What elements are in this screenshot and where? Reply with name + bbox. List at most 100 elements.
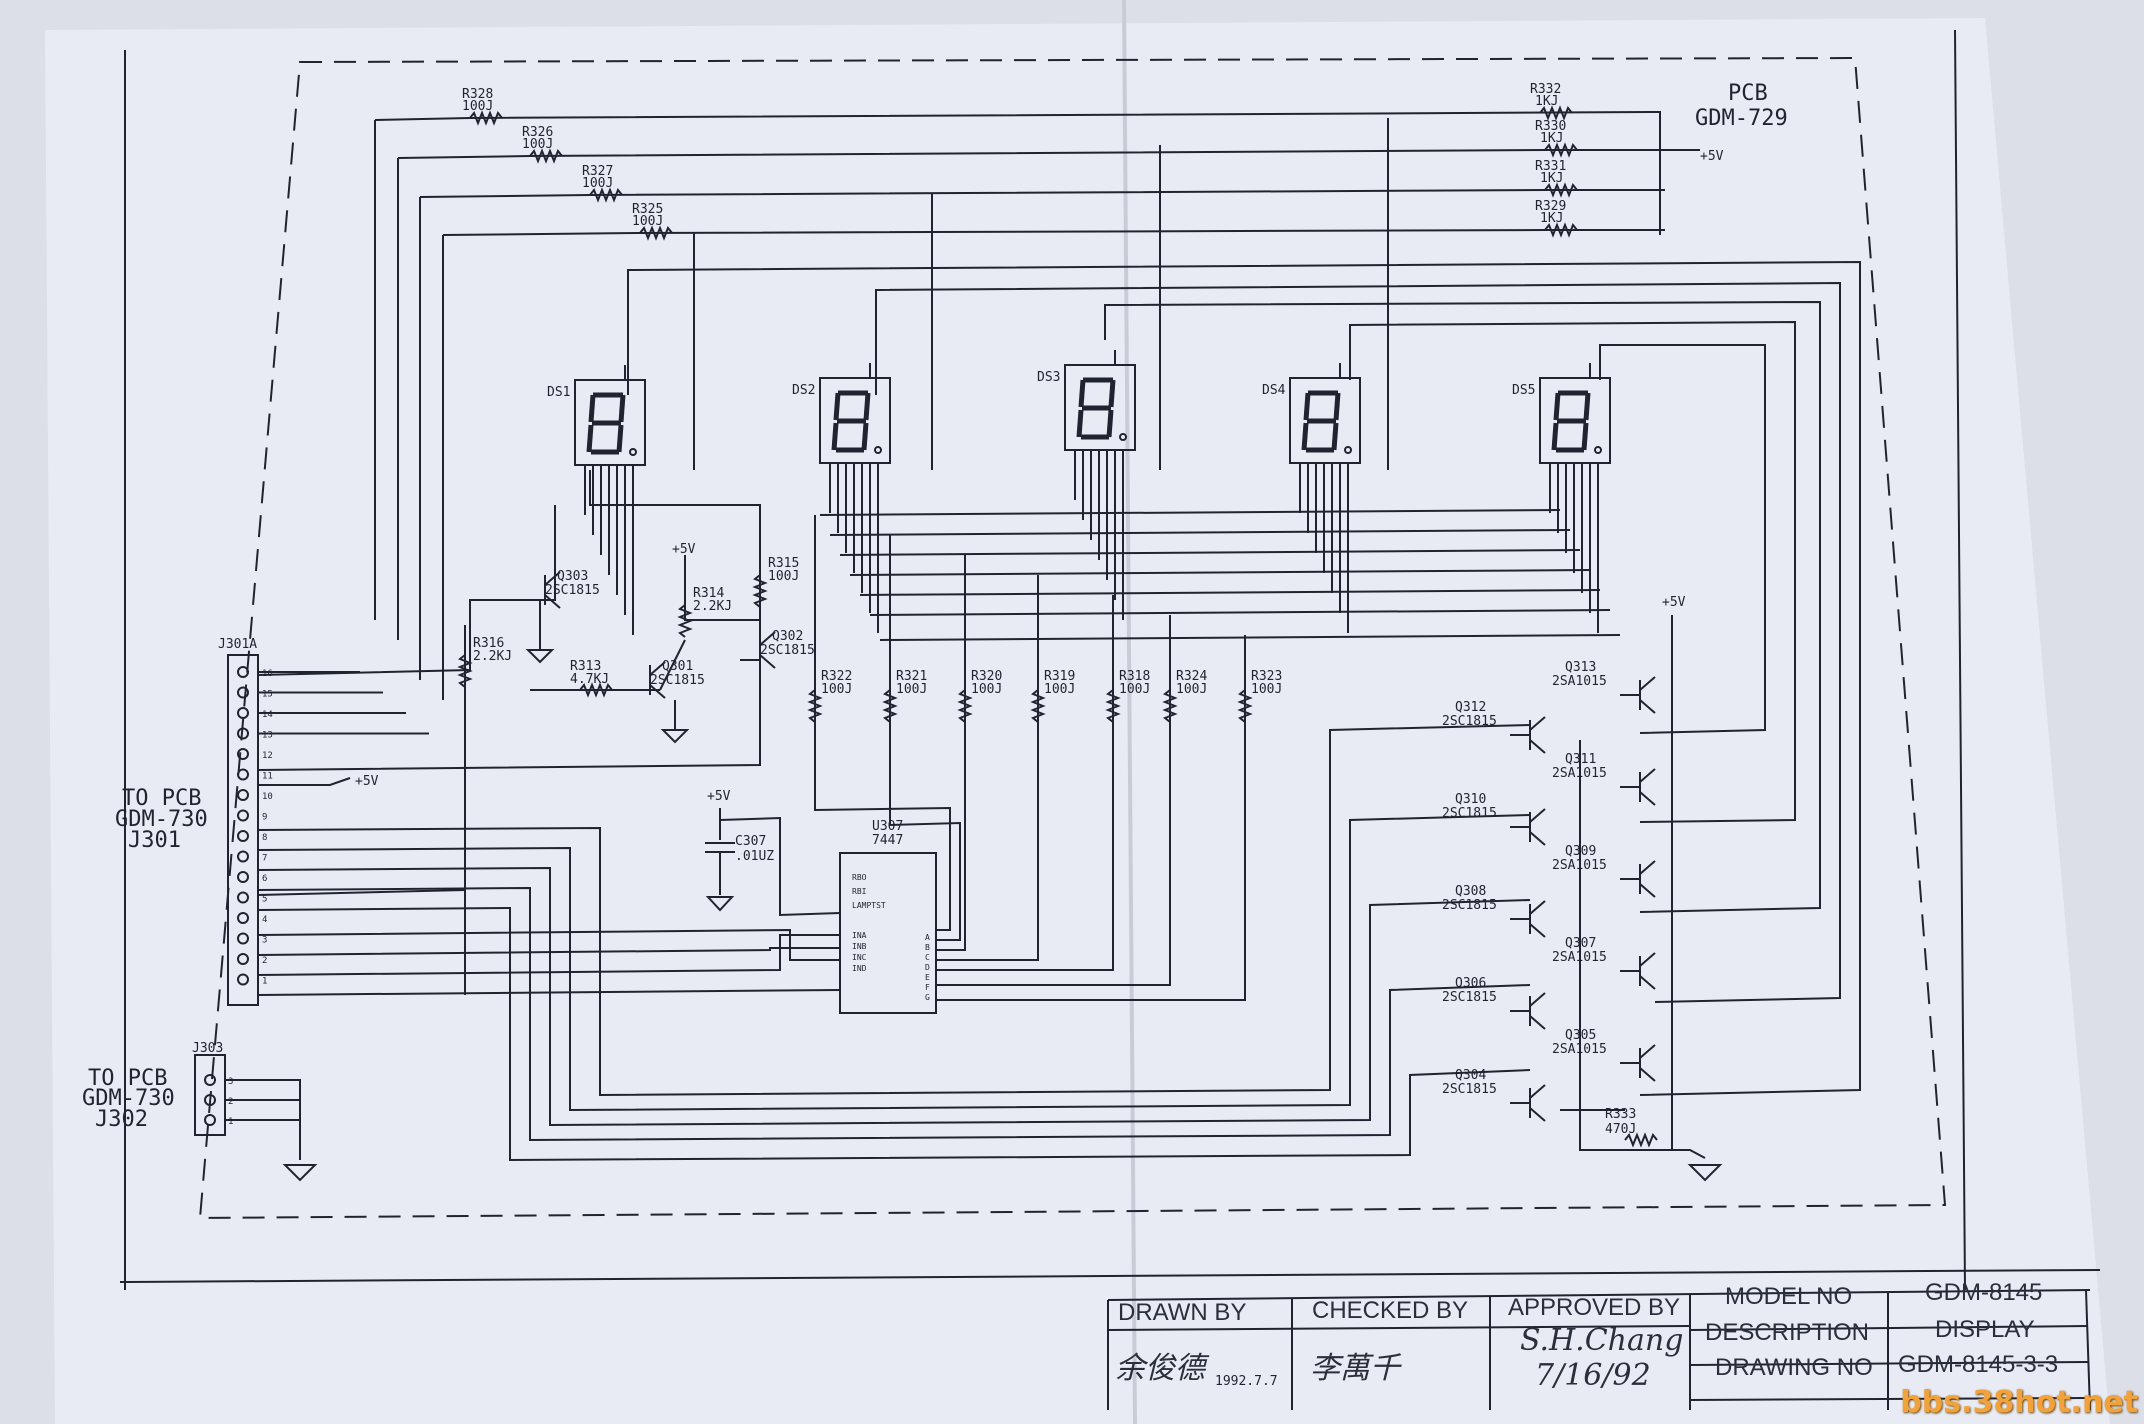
decoder-output-wiring xyxy=(814,515,1246,1001)
decoder-output-label: A xyxy=(925,933,930,942)
transistor-part: 2SC1815 xyxy=(1442,1082,1497,1097)
tb-drawn-by: DRAWN BY xyxy=(1118,1299,1246,1326)
segment-resistor-ref: R318 xyxy=(1119,669,1150,684)
right-transistor-array: Q3132SA1015Q3122SC1815Q3112SA1015Q3102SC… xyxy=(1442,660,1658,1148)
transistor-part: 2SC1815 xyxy=(545,583,600,598)
tb-checked-signature: 李萬千 xyxy=(1310,1351,1402,1386)
tb-drawing-no: GDM-8145-3-3 xyxy=(1898,1351,2058,1378)
transistor-ref: Q310 xyxy=(1455,792,1486,807)
segment-resistor-r321 xyxy=(882,689,898,723)
transistor-part: 2SA1015 xyxy=(1552,766,1607,781)
resistor-ref: R315 xyxy=(768,556,799,571)
tb-drawn-signature: 余俊德 xyxy=(1115,1351,1210,1386)
top-resistor-r325 xyxy=(639,225,673,241)
j303-pin xyxy=(204,1094,216,1106)
j301-pin xyxy=(237,973,249,986)
ground-symbol-j303 xyxy=(282,1164,318,1182)
decoder-pin-label: RBI xyxy=(852,887,867,896)
transistor-ref: Q304 xyxy=(1455,1068,1486,1083)
j303-to-1: TO PCB xyxy=(88,1066,167,1091)
frame-right xyxy=(1954,29,1966,1291)
right-resistor-r331 xyxy=(1544,182,1578,198)
pcb-label: PCB xyxy=(1728,81,1768,106)
resistor-r314 xyxy=(677,604,693,638)
segment-resistor-val: 100J xyxy=(1176,682,1207,697)
j301-to-1: TO PCB xyxy=(122,786,201,811)
top-resistor-val: 100J xyxy=(522,137,553,152)
j301-pin-number: 3 xyxy=(262,936,267,946)
supply-label-cap: +5V xyxy=(707,789,731,804)
top-resistor-ref: R326 xyxy=(522,125,553,140)
j301-pin-number: 4 xyxy=(262,915,267,925)
j303-to-3: J302 xyxy=(95,1107,148,1132)
segment-resistor-val: 100J xyxy=(1251,682,1282,697)
top-resistor-ref: R327 xyxy=(582,164,613,179)
decoder-u307 xyxy=(839,852,937,1014)
tb-checked-by: CHECKED BY xyxy=(1312,1297,1468,1324)
transistor-part: 2SC1815 xyxy=(1442,714,1497,729)
decoder-output-label: E xyxy=(925,973,930,982)
segment-resistor-ref: R321 xyxy=(896,669,927,684)
top-resistor-r326 xyxy=(529,148,563,164)
decoder-input-label: INB xyxy=(852,942,867,951)
digit-drive-lines xyxy=(627,260,1861,1096)
supply-label-j301: +5V xyxy=(355,774,379,789)
transistor-part: 2SC1815 xyxy=(1442,990,1497,1005)
resistor-val: 4.7KJ xyxy=(570,672,609,687)
tb-model-no: GDM-8145 xyxy=(1925,1279,2042,1306)
resistor-val: 2.2KJ xyxy=(473,649,512,664)
top-resistor-r327 xyxy=(589,187,623,203)
tb-drawing-no-label: DRAWING NO xyxy=(1715,1354,1873,1381)
j301-pin xyxy=(237,850,249,863)
j301-pin xyxy=(237,789,249,801)
transistor-ref: Q302 xyxy=(772,629,803,644)
resistor-r316 xyxy=(457,654,473,688)
r333-ref: R333 xyxy=(1605,1107,1636,1122)
transistor-part: 2SC1815 xyxy=(650,673,705,688)
display-ds1: DS1 xyxy=(547,365,646,635)
r333-val: 470J xyxy=(1605,1122,1636,1137)
segment-resistor-r320 xyxy=(957,689,973,723)
decoder-input-label: INA xyxy=(852,931,867,940)
j301-pin xyxy=(237,871,249,883)
resistor-ref: R316 xyxy=(473,636,504,651)
j301-pin xyxy=(237,748,249,760)
j301-pin xyxy=(237,727,249,740)
segment-resistor-val: 100J xyxy=(971,682,1002,697)
decoder-ref: U307 xyxy=(872,819,903,834)
pcb-name: GDM-729 xyxy=(1695,106,1788,131)
capacitor-c307 xyxy=(705,808,841,917)
j301-pin-number: 5 xyxy=(262,895,267,905)
j301-pin-number: 15 xyxy=(262,690,273,700)
display-ds3: DS3 xyxy=(1037,350,1136,620)
left-part-labels: Q3032SC1815Q3022SC1815Q3012SC1815R315100… xyxy=(457,542,815,699)
top-resistor-rows xyxy=(374,110,1700,700)
decoder-output-label: B xyxy=(925,943,930,952)
right-resistor-ref: R332 xyxy=(1530,82,1561,97)
right-resistor-ref: R330 xyxy=(1535,119,1566,134)
j303-ref: J303 xyxy=(192,1041,223,1056)
j301-pin xyxy=(237,686,249,699)
display-label: DS1 xyxy=(547,385,570,400)
resistor-ref: R313 xyxy=(570,659,601,674)
tb-model-no-label: MODEL NO xyxy=(1725,1283,1852,1310)
transistor-ref: Q312 xyxy=(1455,700,1486,715)
j301-pin xyxy=(237,932,249,945)
decoder-output-label: F xyxy=(925,983,930,992)
segment-resistor-val: 100J xyxy=(821,682,852,697)
segment-resistor-ref: R322 xyxy=(821,669,852,684)
resistor-val: 100J xyxy=(768,569,799,584)
j303-pin-number: 2 xyxy=(228,1097,233,1107)
transistor-ref: Q306 xyxy=(1455,976,1486,991)
transistor-part: 2SC1815 xyxy=(1442,898,1497,913)
j301-pin-number: 11 xyxy=(262,772,273,782)
j303-pin xyxy=(204,1114,216,1126)
segment-resistor-ref: R320 xyxy=(971,669,1002,684)
top-resistor-ref: R325 xyxy=(632,202,663,217)
